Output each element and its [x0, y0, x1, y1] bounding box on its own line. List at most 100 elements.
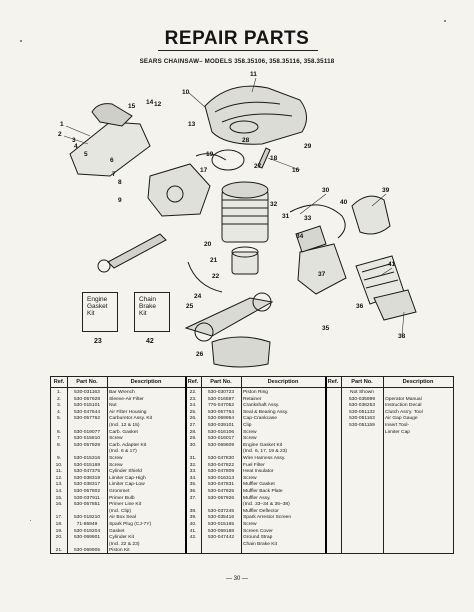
table-cell: 5. [56, 416, 62, 422]
header-ref-1: Ref. [51, 377, 67, 388]
table-cell: 530-015165 [207, 522, 235, 527]
table-cell: 530-030723 [207, 390, 235, 395]
callout-7: 7 [112, 171, 116, 178]
table-cell: 36. [189, 489, 197, 494]
table-cell: Screw [243, 429, 257, 435]
callout-27: 27 [254, 163, 262, 170]
table-cell: 25. [189, 409, 197, 415]
callout-12: 12 [154, 101, 162, 108]
table-cell: 530-057762 [73, 416, 101, 422]
table-cell: 530-047825 [207, 489, 235, 494]
piston-drawing [231, 251, 259, 275]
callout-6: 6 [110, 157, 114, 164]
table-cell: 530-057764 [207, 409, 235, 415]
callout-labels: 1 2 3 4 5 6 7 8 9 10 11 12 13 14 15 16 1… [58, 71, 406, 358]
table-divider [241, 377, 242, 553]
page-title: REPAIR PARTS [164, 28, 310, 49]
callout-15: 15 [128, 103, 136, 110]
callout-28: 28 [242, 137, 250, 144]
muffler-drawing [297, 243, 347, 295]
callout-25: 25 [186, 303, 194, 310]
table-cell: 21. [55, 548, 63, 554]
table-cell: Spark Plug (CJ-7Y) [109, 522, 152, 527]
table-cell: Cap-Crankcase [243, 416, 277, 422]
table-cell: 12. [55, 475, 63, 481]
table-cell: 31. [189, 456, 197, 461]
table-cell: Crankshaft Assy. [243, 403, 280, 409]
table-cell: 530-015101 [73, 403, 101, 409]
scan-speck [444, 20, 446, 22]
title-underline [158, 50, 318, 51]
callout-35: 35 [322, 325, 330, 332]
table-divider [67, 377, 68, 553]
callout-17: 17 [200, 167, 208, 174]
table-cell: 32. [189, 462, 197, 468]
table-cell: (Incl. 12 & 15) [109, 423, 140, 428]
engine-gasket-kit-label: Engine Gasket Kit [87, 296, 108, 317]
callout-31: 31 [282, 213, 290, 220]
table-cell: 530-057851 [73, 502, 101, 508]
header-partno-3: Part No. [341, 377, 383, 388]
callout-39: 39 [382, 187, 390, 194]
table-cell: 41. [189, 528, 197, 534]
table-cell: (Incl. 22 & 23) [109, 541, 140, 547]
scan-speck [30, 520, 31, 521]
table-cell: Cylinder Kit [109, 535, 135, 541]
table-cell: 530-047375 [73, 469, 101, 475]
gasket-ring-drawing [211, 149, 245, 171]
header-desc-1: Description [107, 377, 185, 388]
table-divider [201, 377, 202, 553]
table-cell: 530-016597 [207, 396, 235, 402]
table-cell: 3. [56, 403, 62, 409]
table-cell: 530-069609 [207, 442, 235, 448]
table-cell: 29. [189, 436, 197, 442]
table-cell: 530-047644 [73, 409, 101, 415]
diagram-parts [69, 85, 417, 368]
table-cell: 39. [189, 515, 197, 521]
callout-14: 14 [146, 99, 154, 106]
table-cell: 1. [56, 390, 62, 395]
spark-plug-drawing [257, 147, 271, 169]
wire-harness-drawing [289, 204, 346, 239]
table-cell: Screw [109, 462, 123, 468]
exploded-parts-diagram: 1 2 3 4 5 6 7 8 9 10 11 12 13 14 15 16 1… [58, 71, 417, 368]
table-cell: Bar Wrench [109, 390, 135, 395]
header-partno-1: Part No. [67, 377, 107, 388]
chain-brake-kit-box: Chain Brake Kit [134, 292, 170, 332]
table-cell: 530-039101 [207, 423, 235, 428]
table-cell: 530-069905 [73, 548, 101, 554]
parts-table: Ref. Part No. Description Ref. Part No. … [50, 376, 454, 554]
callout-9: 9 [118, 197, 122, 204]
table-divider [185, 377, 187, 553]
table-cell: 530-069188 [207, 528, 235, 534]
table-cell: Retainer [243, 396, 262, 402]
table-cell: Piston Kit [109, 548, 130, 554]
table-cell: 530-016313 [207, 475, 235, 481]
air-filter-housing-drawing [69, 121, 151, 177]
table-cell: 530-031163 [74, 390, 100, 395]
callout-33: 33 [304, 215, 312, 222]
table-divider [325, 377, 327, 553]
header-desc-2: Description [241, 377, 325, 388]
table-cell: 530-016106 [207, 429, 235, 435]
table-cell: Screen Cover [243, 528, 273, 534]
table-cell: 530-051163 [349, 416, 375, 422]
table-cell: 42. [189, 535, 197, 541]
carburetor-drawing [147, 163, 211, 217]
table-divider [383, 377, 384, 553]
table-divider [107, 377, 108, 553]
table-cell: 530-038319 [73, 475, 101, 481]
callout-11: 11 [250, 71, 257, 78]
callout-2: 2 [58, 131, 62, 138]
callout-13: 13 [188, 121, 196, 128]
table-cell: Air Gap Gauge [385, 416, 418, 422]
table-cell: 19. [55, 528, 63, 534]
table-cell: Heat Insulator [243, 469, 274, 475]
callout-8: 8 [118, 179, 122, 186]
callout-36: 36 [356, 303, 364, 310]
chain-brake-kit-ref: 42 [146, 338, 154, 345]
header-ref-2: Ref. [185, 377, 201, 388]
chain-brake-kit-label: Chain Brake Kit [139, 296, 156, 317]
table-cell: Seal & Bearing Assy. [243, 409, 289, 415]
